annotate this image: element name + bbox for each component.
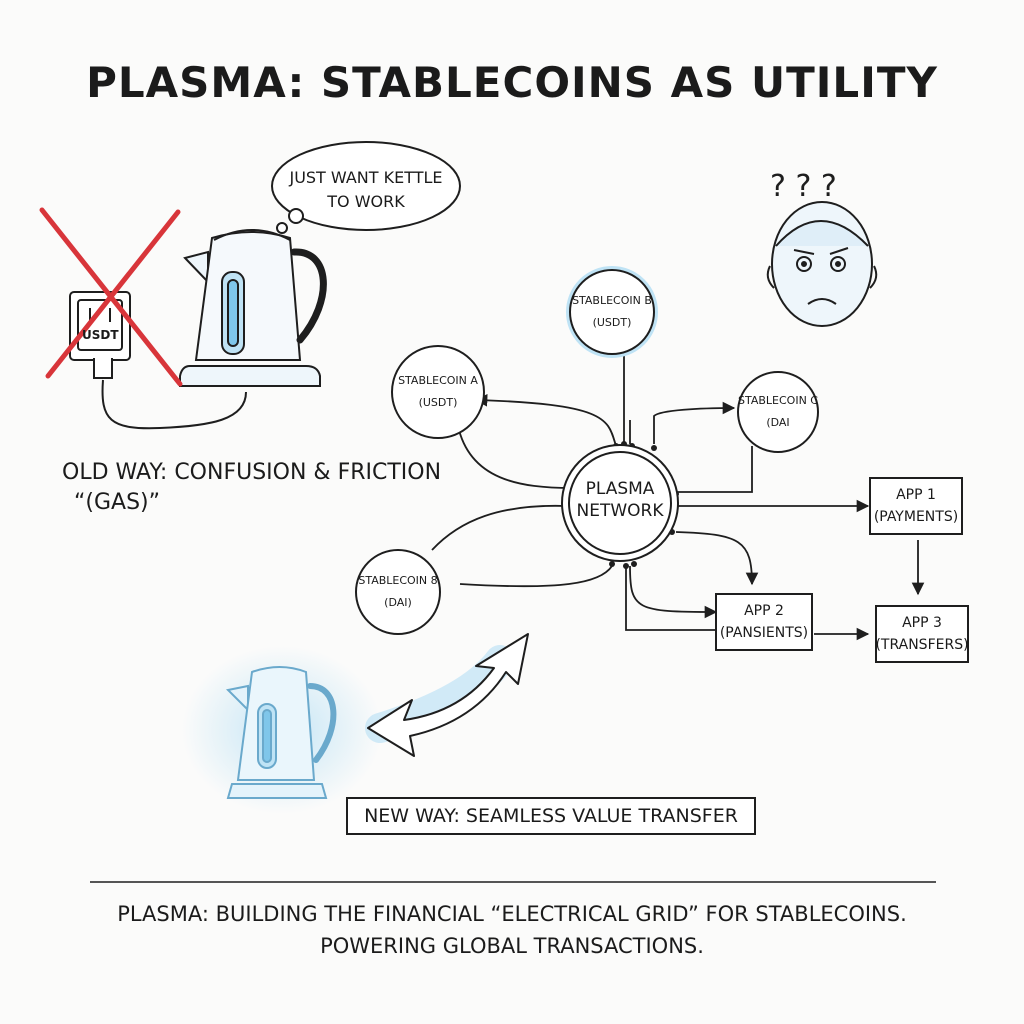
node-stablecoin-b-bottom-name: STABLECOIN 8 <box>358 574 438 587</box>
kettle-icon <box>179 229 327 387</box>
app-3-name: APP 3 <box>902 615 942 631</box>
glowing-kettle-icon <box>182 646 382 814</box>
footer-line-1: PLASMA: BUILDING THE FINANCIAL “ELECTRIC… <box>117 902 907 926</box>
node-stablecoin-b-bottom-token: (DAI) <box>384 596 412 609</box>
double-arrow-icon <box>365 633 529 757</box>
outlet-label: USDT <box>82 328 119 342</box>
node-stablecoin-a-name: STABLECOIN A <box>398 374 478 387</box>
page-title: PLASMA: STABLECOINS AS UTILITY <box>86 58 938 107</box>
app-2-name: APP 2 <box>744 603 784 619</box>
thought-line-2: TO WORK <box>327 192 405 211</box>
footer-caption: PLASMA: BUILDING THE FINANCIAL “ELECTRIC… <box>0 898 1024 962</box>
hub-line-1: PLASMA <box>585 479 655 499</box>
old-way-caption: OLD WAY: CONFUSION & FRICTION “(GAS)” <box>62 458 441 518</box>
node-stablecoin-a-token: (USDT) <box>418 396 458 409</box>
thought-line-1: JUST WANT KETTLE <box>289 168 443 187</box>
thought-bubble-text: JUST WANT KETTLE TO WORK <box>278 166 454 214</box>
app-2-desc: (PANSIENTS) <box>719 625 809 641</box>
wall-outlet-icon <box>69 291 247 430</box>
old-way-line-2: “(GAS)” <box>74 490 161 515</box>
connectors <box>431 352 925 641</box>
node-stablecoin-a: STABLECOIN A (USDT) <box>388 370 488 414</box>
new-way-caption: NEW WAY: SEAMLESS VALUE TRANSFER <box>346 797 756 835</box>
hub-label: PLASMA NETWORK <box>566 478 674 522</box>
footer-line-2: POWERING GLOBAL TRANSACTIONS. <box>320 934 704 958</box>
svg-text:? ? ?: ? ? ? <box>770 169 837 204</box>
app-2-box: APP 2 (PANSIENTS) <box>712 600 816 644</box>
hub-line-2: NETWORK <box>576 501 664 521</box>
thought-bubble <box>271 141 461 234</box>
node-stablecoin-c: STABLECOIN C (DAI <box>730 390 826 434</box>
node-stablecoin-b-bottom: STABLECOIN 8 (DAI) <box>348 570 448 614</box>
app-3-box: APP 3 (TRANSFERS) <box>872 612 972 656</box>
confused-face-icon: ? ? ? <box>766 169 878 327</box>
node-stablecoin-c-name: STABLECOIN C <box>738 394 818 407</box>
stablecoin-circles <box>355 266 819 635</box>
old-way-line-1: OLD WAY: CONFUSION & FRICTION <box>62 460 442 485</box>
node-stablecoin-b-top-token: (USDT) <box>592 316 632 329</box>
app-1-desc: (PAYMENTS) <box>873 509 959 525</box>
app-boxes <box>715 477 969 663</box>
node-stablecoin-b-top: STABLECOIN B (USDT) <box>562 290 662 334</box>
plasma-hub <box>561 444 679 562</box>
node-stablecoin-c-token: (DAI <box>766 416 790 429</box>
app-3-desc: (TRANSFERS) <box>875 637 969 653</box>
node-stablecoin-b-top-name: STABLECOIN B <box>572 294 652 307</box>
app-1-box: APP 1 (PAYMENTS) <box>870 484 962 528</box>
red-cross-icon <box>39 207 183 387</box>
app-1-name: APP 1 <box>896 487 936 503</box>
